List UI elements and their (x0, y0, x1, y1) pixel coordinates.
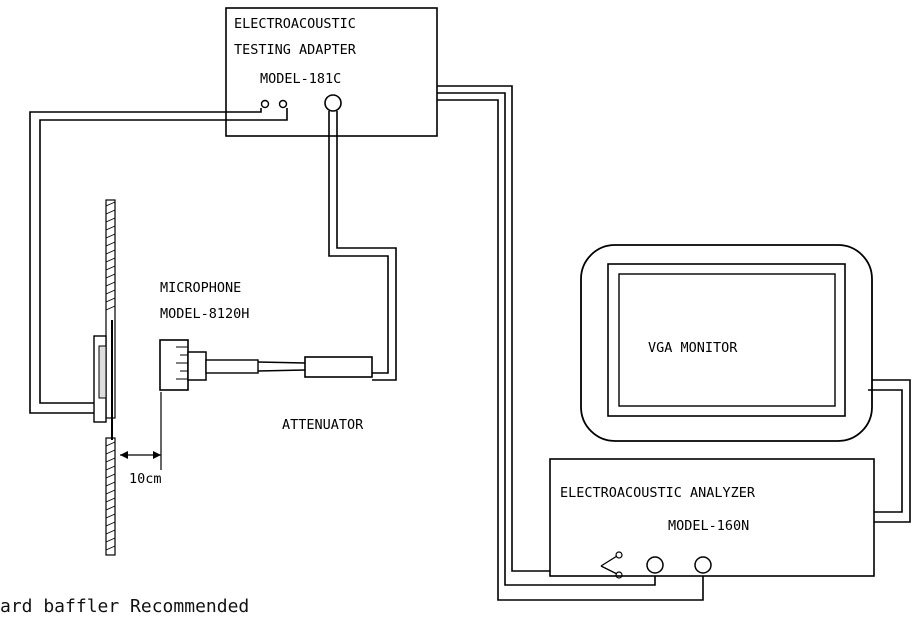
distance-marker: 10cm (120, 392, 162, 487)
adapter-name-line2: TESTING ADAPTER (234, 42, 357, 58)
analyzer-input-switch (600, 551, 623, 579)
analyzer-model: MODEL-160N (668, 518, 749, 534)
baffle-upper (105, 199, 116, 419)
microphone-preamp (187, 351, 207, 381)
vga-monitor: VGA MONITOR (580, 244, 873, 442)
microphone-model: MODEL-8120H (160, 306, 249, 322)
attenuator-body (304, 356, 373, 378)
attenuator-label: ATTENUATOR (282, 417, 364, 433)
analyzer-input-jack (646, 556, 664, 574)
adapter-box (225, 7, 438, 137)
monitor-label: VGA MONITOR (648, 340, 738, 356)
cable-monitor-to-analyzer (868, 379, 911, 523)
testing-adapter: ELECTROACOUSTIC TESTING ADAPTER MODEL-18… (225, 7, 438, 137)
baffle-speaker (93, 199, 116, 556)
adapter-output-jack (260, 99, 270, 109)
attenuator: ATTENUATOR (282, 356, 373, 433)
microphone: MICROPHONE MODEL-8120H (159, 280, 306, 391)
adapter-model: MODEL-181C (260, 71, 341, 87)
baffle-note: ard baffler Recommended (0, 596, 249, 617)
adapter-mic-connector (324, 94, 342, 112)
distance-label: 10cm (129, 471, 162, 487)
analyzer-input-jack (694, 556, 712, 574)
cable-adapter-to-speaker (29, 108, 288, 414)
speaker-magnet (98, 345, 107, 399)
electroacoustic-analyzer: ELECTROACOUSTIC ANALYZER MODEL-160N (549, 458, 875, 579)
microphone-name: MICROPHONE (160, 280, 241, 296)
cable-adapter-to-attenuator (328, 111, 397, 381)
analyzer-name: ELECTROACOUSTIC ANALYZER (560, 485, 756, 501)
microphone-shaft (205, 359, 259, 374)
monitor-screen (618, 273, 836, 407)
adapter-name-line1: ELECTROACOUSTIC (234, 16, 356, 32)
adapter-output-jack (278, 99, 288, 109)
analyzer-box (549, 458, 875, 577)
baffle-lower (105, 437, 116, 556)
